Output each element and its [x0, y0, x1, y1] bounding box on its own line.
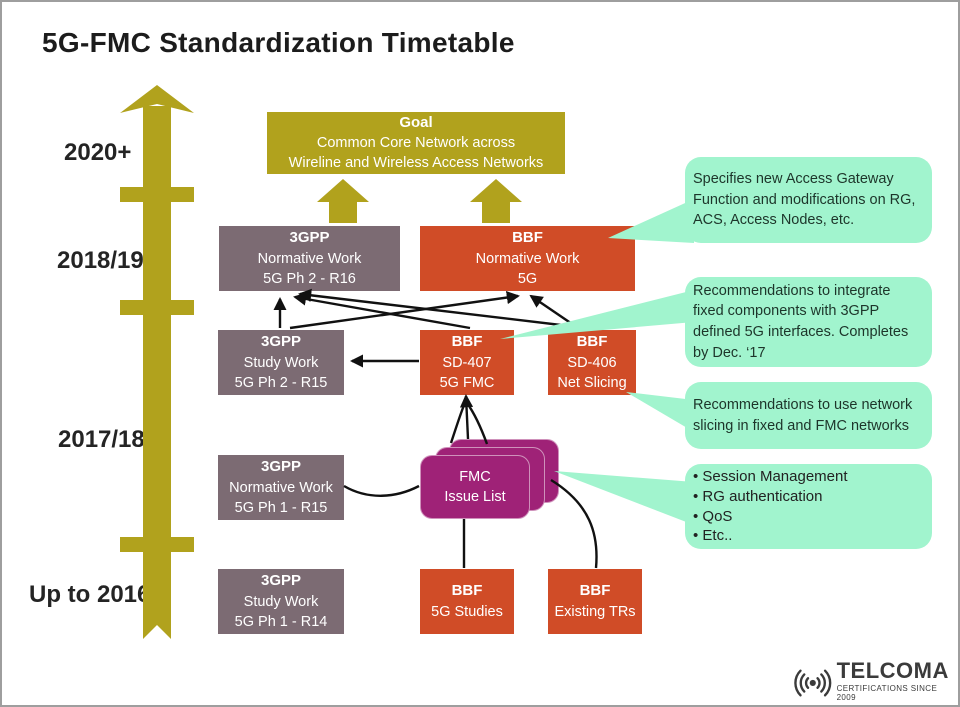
box-line: 5G Ph 1 - R14: [234, 613, 328, 630]
box-3gpp-normative-work-ph1-r15: 3GPP Normative Work 5G Ph 1 - R15: [218, 455, 344, 520]
timeline-label-2020plus: 2020+: [64, 139, 132, 166]
up-arrow-icon: [317, 179, 369, 223]
box-bbf-normative-work-5g: BBF Normative Work 5G: [420, 226, 635, 291]
callout-access-gateway: Specifies new Access Gateway Function an…: [685, 157, 932, 243]
callout-text: Specifies new Access Gateway Function an…: [693, 171, 916, 229]
logo-text-block: TELCOMA CERTIFICATIONS SINCE 2009: [836, 658, 958, 703]
bullet-item: Etc..: [693, 526, 922, 546]
box-org-label: 3GPP: [260, 333, 302, 351]
box-bbf-sd406-net-slicing: BBF SD-406 Net Slicing: [548, 330, 636, 395]
box-line: SD-406: [567, 354, 617, 371]
timeline-tick: [120, 537, 194, 552]
box-org-label: BBF: [451, 333, 483, 351]
box-line: Study Work: [243, 593, 319, 610]
box-line: 5G Ph 2 - R15: [234, 374, 328, 391]
line-norm15-to-fmc: [343, 484, 420, 497]
callout-tail-bullets: [554, 471, 694, 525]
box-org-label: BBF: [512, 229, 543, 247]
bullet-item: Session Management: [693, 467, 922, 487]
bullet-item: RG authentication: [693, 487, 922, 507]
box-line: Normative Work: [229, 479, 333, 496]
box-line: 5G Studies: [431, 603, 503, 620]
box-3gpp-normative-work-r16: 3GPP Normative Work 5G Ph 2 - R16: [219, 226, 400, 291]
callout-text: Recommendations to integrate fixed compo…: [693, 282, 909, 361]
goal-box: Goal Common Core Network across Wireline…: [267, 112, 565, 174]
box-bbf-5g-studies: BBF 5G Studies: [420, 569, 514, 634]
arrow-study15-to-bbfnorm: [289, 291, 520, 330]
box-line: 5G FMC: [439, 374, 495, 391]
telcoma-logo: TELCOMA CERTIFICATIONS SINCE 2009: [792, 660, 958, 702]
line-fmc-to-sd407-right: [466, 402, 489, 445]
box-line: Normative Work: [257, 250, 362, 267]
box-line: Existing TRs: [554, 603, 636, 620]
box-line: 5G: [517, 270, 538, 287]
arrow-sd407-to-r16: [293, 292, 471, 330]
fmc-card-line: Issue List: [444, 489, 506, 505]
timeline-shaft: [143, 106, 171, 620]
callout-tail-slicing: [626, 392, 694, 432]
box-line: 5G Ph 1 - R15: [234, 499, 328, 516]
callout-fmc-topics: Session Management RG authentication QoS…: [685, 464, 932, 549]
timeline-tick: [120, 300, 194, 315]
timeline-label-upto2016: Up to 2016: [29, 581, 151, 608]
goal-up-arrows: [317, 179, 522, 223]
timeline-arrow: [120, 85, 194, 639]
arrow-fmc-to-sd407: [459, 394, 474, 440]
logo-name: TELCOMA: [836, 658, 949, 683]
box-line: Normative Work: [475, 250, 580, 267]
logo-tagline: CERTIFICATIONS SINCE 2009: [836, 684, 938, 702]
box-line: 5G Ph 2 - R16: [263, 270, 356, 287]
goal-line1: Common Core Network across: [316, 135, 516, 152]
timeline-arrowhead: [120, 85, 194, 113]
timeline-tick: [120, 187, 194, 202]
fmc-card-line: FMC: [459, 468, 491, 485]
box-org-label: 3GPP: [260, 572, 302, 590]
broadcast-icon: [794, 669, 832, 697]
goal-heading: Goal: [399, 113, 433, 131]
timeline-label-2018-19: 2018/19: [57, 247, 144, 274]
callout-integrate-fixed: Recommendations to integrate fixed compo…: [685, 277, 932, 367]
box-line: Net Slicing: [557, 374, 627, 391]
bullet-item: QoS: [693, 507, 922, 527]
fmc-issue-list-card: FMC Issue List: [420, 455, 530, 519]
box-3gpp-study-work-r14: 3GPP Study Work 5G Ph 1 - R14: [218, 569, 344, 634]
box-org-label: BBF: [576, 333, 608, 351]
box-bbf-sd407-5g-fmc: BBF SD-407 5G FMC: [420, 330, 514, 395]
box-org-label: 3GPP: [289, 229, 330, 247]
box-org-label: BBF: [579, 582, 611, 600]
box-line: SD-407: [442, 354, 492, 371]
up-arrow-icon: [470, 179, 522, 223]
callout-network-slicing: Recommendations to use network slicing i…: [685, 382, 932, 449]
page-title: 5G-FMC Standardization Timetable: [42, 27, 515, 58]
arrow-sd406-to-r16: [298, 288, 587, 330]
line-fmc-to-sd407-left: [449, 402, 467, 444]
arrow-sd406-to-bbfnorm: [529, 294, 579, 329]
goal-line2: Wireline and Wireless Access Networks: [288, 155, 544, 172]
timeline-ribbon-tail: [143, 620, 171, 639]
timeline-label-2017-18: 2017/18: [58, 426, 145, 453]
box-line: Study Work: [243, 354, 319, 371]
box-bbf-existing-trs: BBF Existing TRs: [548, 569, 642, 634]
box-3gpp-study-work-r15: 3GPP Study Work 5G Ph 2 - R15: [218, 330, 344, 395]
callout-text: Recommendations to use network slicing i…: [693, 396, 913, 434]
box-org-label: 3GPP: [260, 458, 302, 476]
box-org-label: BBF: [451, 582, 483, 600]
